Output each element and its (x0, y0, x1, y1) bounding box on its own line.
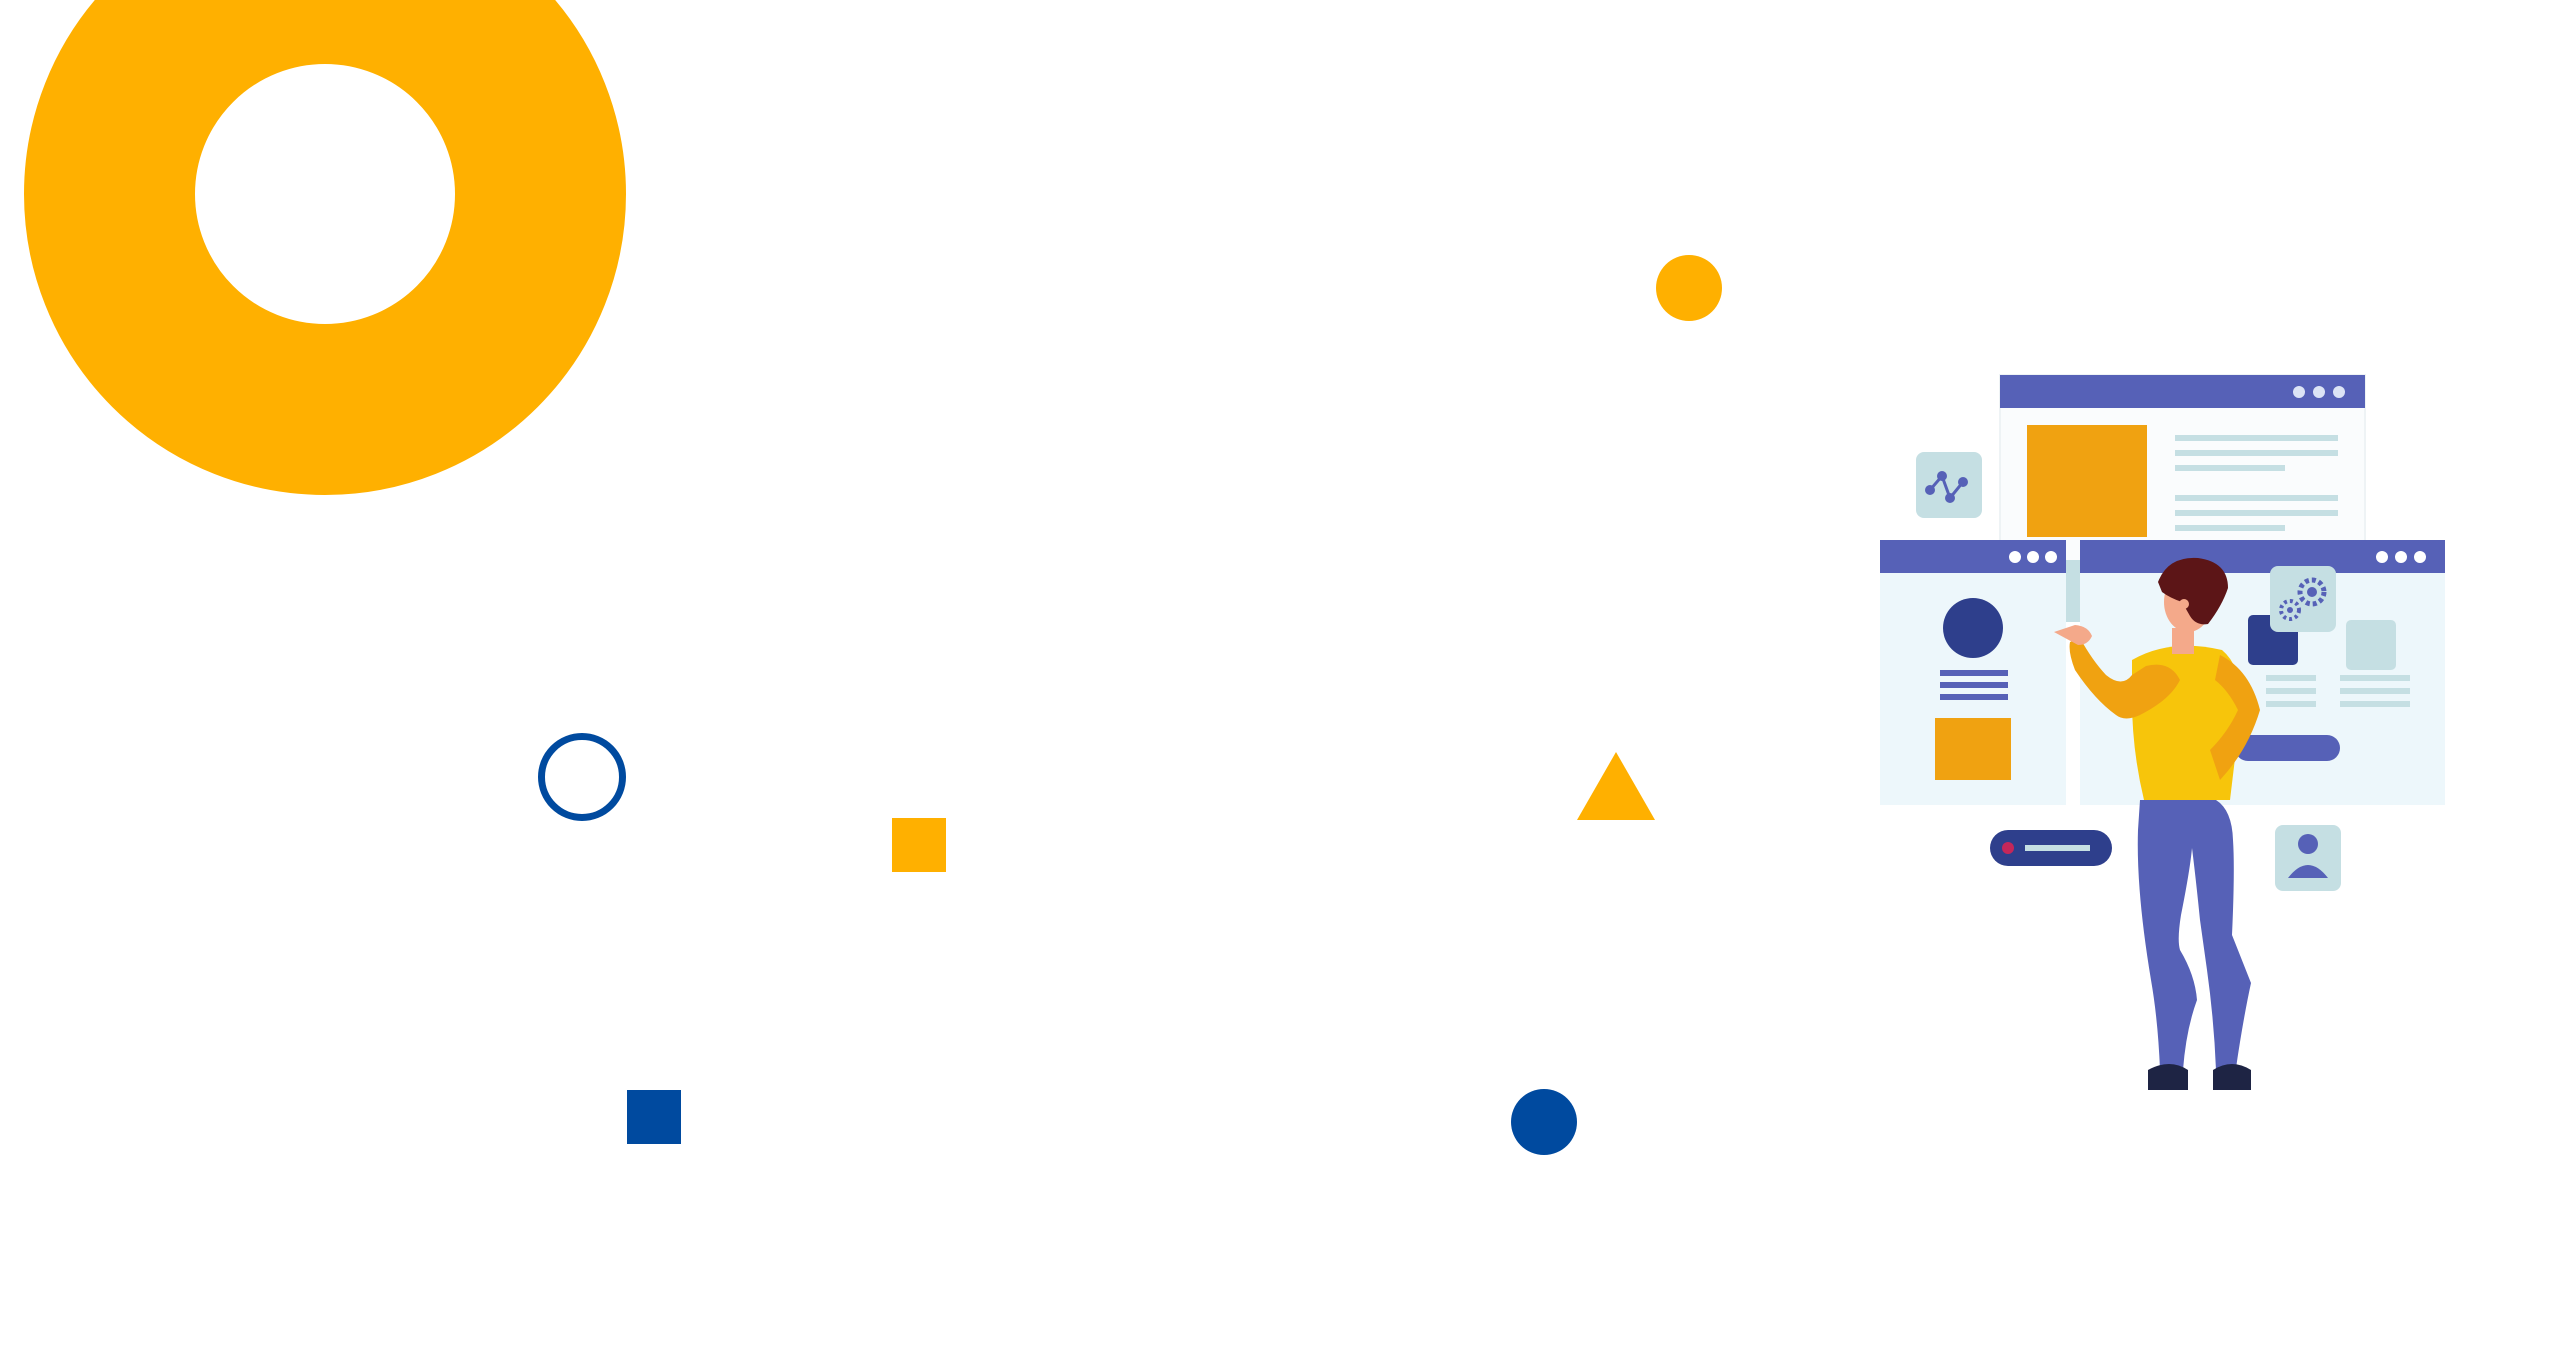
status-pill (1990, 830, 2112, 866)
decorative-yellow-triangle (1577, 752, 1655, 820)
decorative-yellow-square (892, 818, 946, 872)
decorative-small-ring (538, 733, 626, 821)
window-connector (2066, 560, 2080, 622)
decorative-large-ring (24, 0, 626, 495)
gears-icon (2270, 566, 2336, 632)
user-profile-icon (2275, 825, 2341, 891)
person-figure (2054, 557, 2260, 1090)
decorative-blue-square (627, 1090, 681, 1144)
decorative-blue-dot (1511, 1089, 1577, 1155)
developer-illustration (1880, 374, 2445, 1090)
left-browser-window (1880, 540, 2066, 805)
decorative-yellow-dot (1656, 255, 1722, 321)
graph-nodes-icon (1916, 452, 1982, 518)
